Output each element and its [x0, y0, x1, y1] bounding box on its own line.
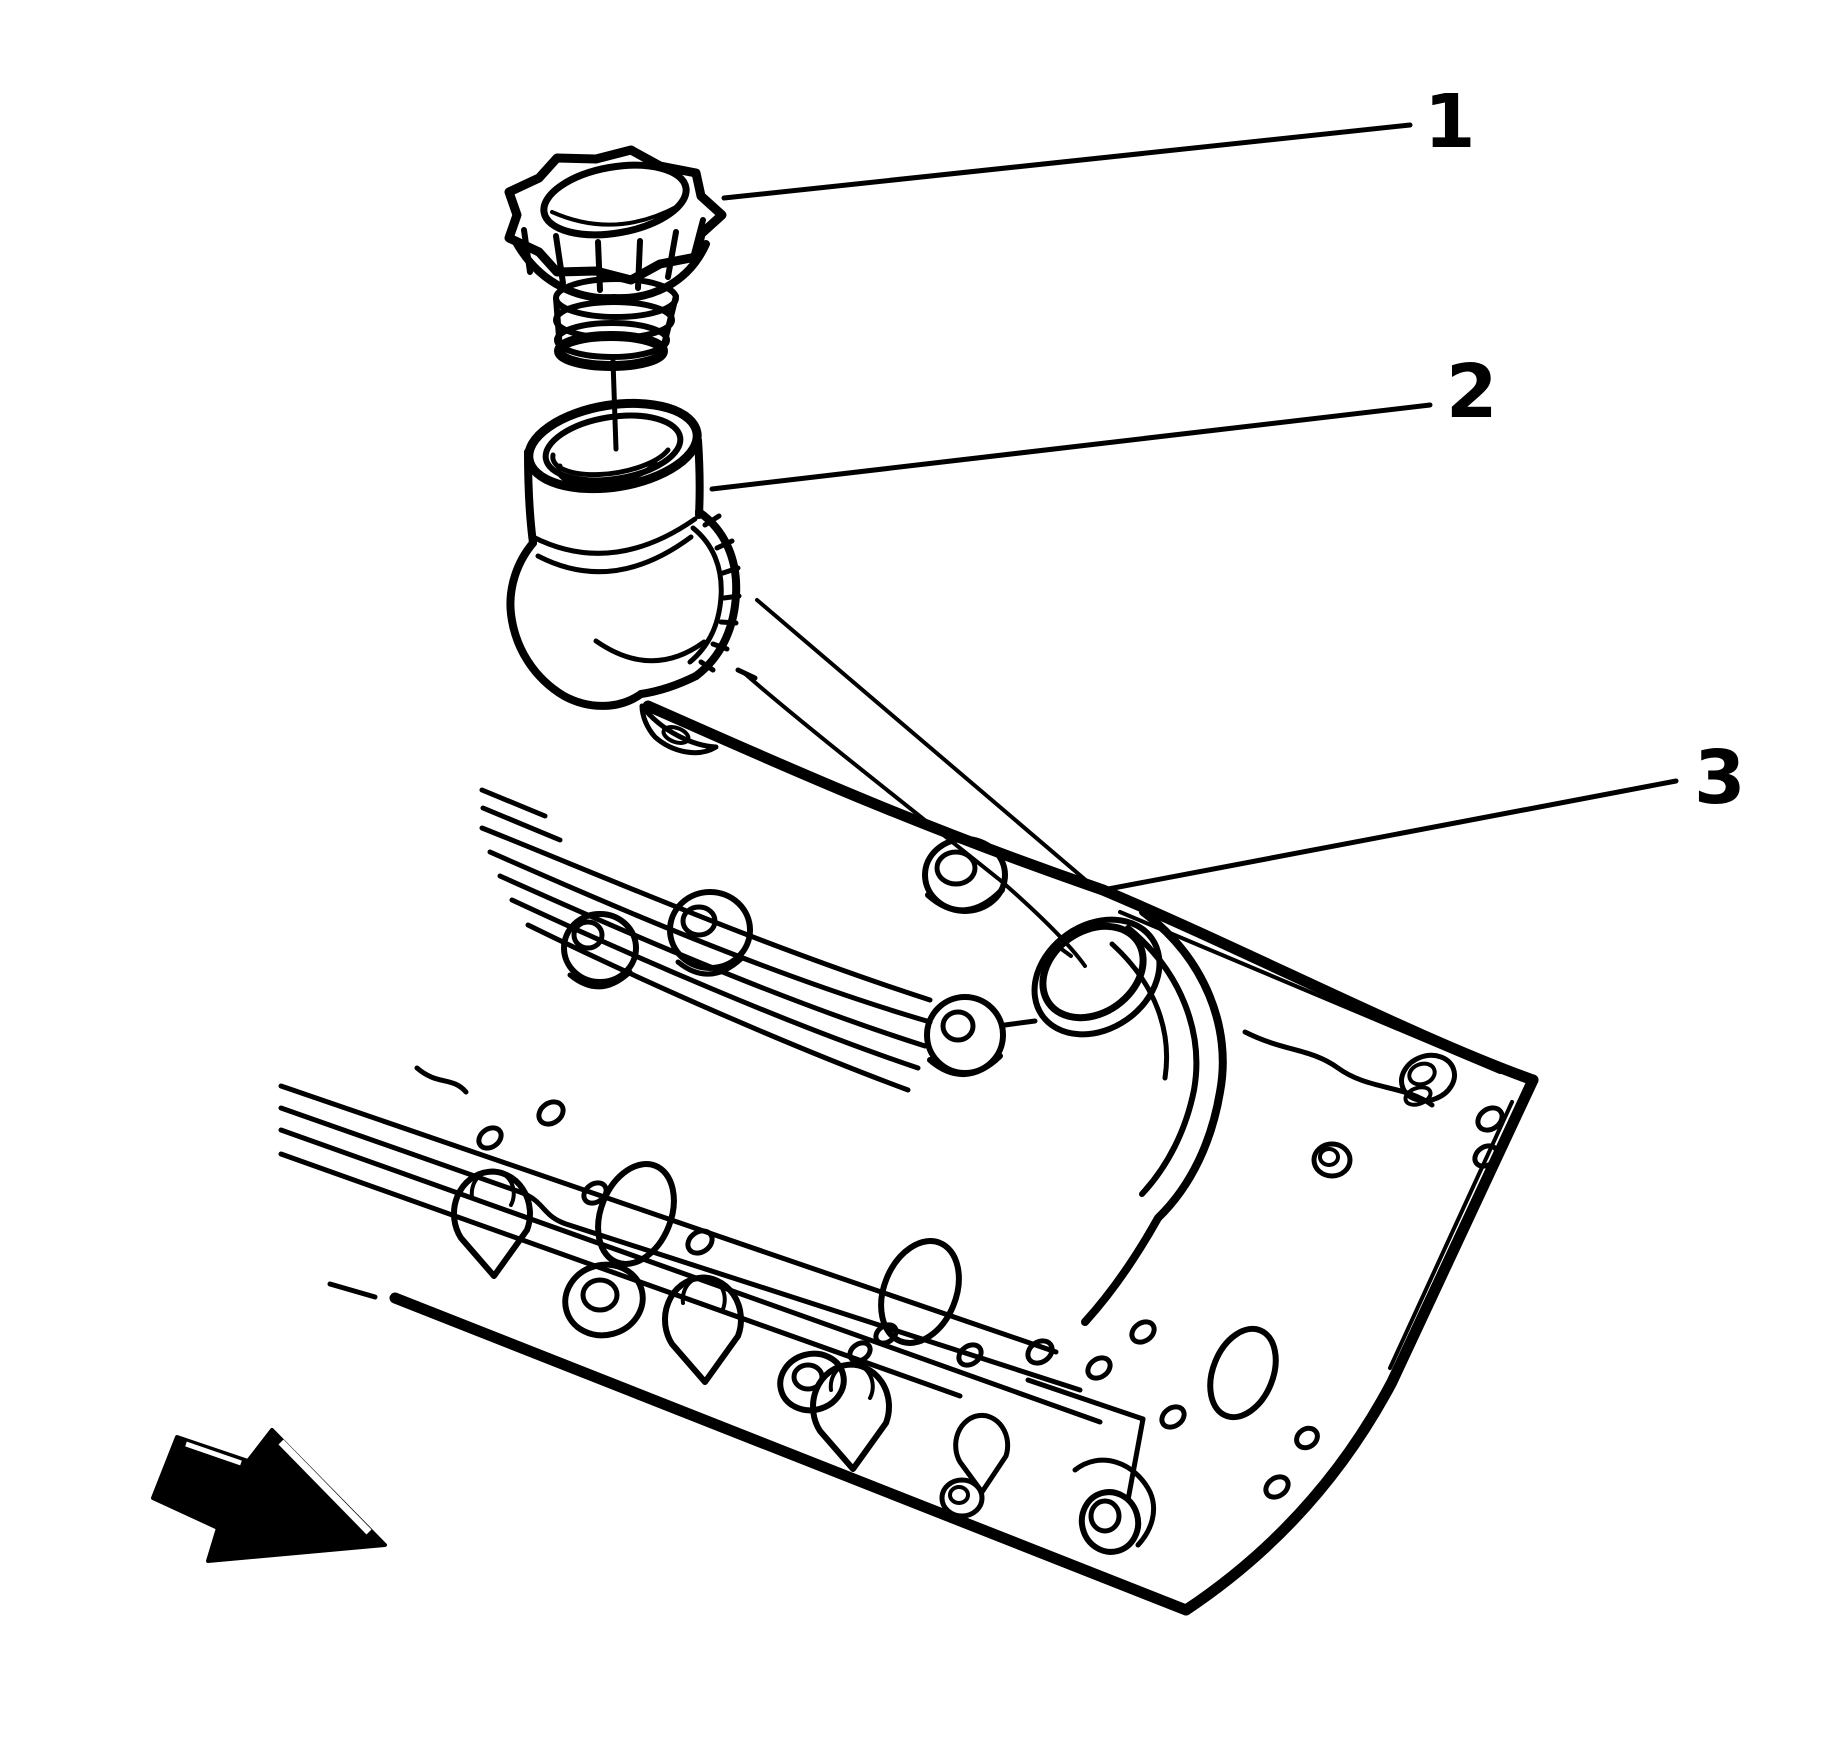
direction-arrow-body: [151, 1428, 387, 1563]
cap-skirt: [512, 238, 710, 303]
cover-top-edge-flange-line: [1118, 910, 1502, 1074]
tube-elbow-inner-arc: [593, 638, 707, 664]
bolt-grommet-2: [667, 889, 753, 977]
callout-2-label: 2: [1446, 349, 1498, 435]
callout-1-label: 1: [1424, 79, 1476, 165]
cover-right-bottom-edge: [389, 1074, 1539, 1616]
alignment-line-2: [755, 598, 1097, 890]
large-oval-port-2: [878, 1238, 962, 1346]
plug-tube-arch-4: [953, 1412, 1011, 1495]
valve-cover-drawing: [278, 598, 1539, 1616]
gasket-bolt-hole-1: [562, 1261, 646, 1339]
callout-leaders: [709, 122, 1679, 893]
tube-wall-right: [694, 436, 704, 519]
cap-threads: [553, 276, 679, 371]
cover-rib-lines: [479, 787, 933, 1093]
plug-tube-arch-3: [809, 1361, 892, 1472]
tube-mid-band2: [535, 534, 694, 575]
tube-elbow: [506, 539, 645, 710]
small-oval-holes: [476, 1099, 1505, 1500]
callout-leader-line-3: [1100, 778, 1679, 893]
oil-fill-cap-drawing: [504, 145, 727, 452]
gasket-bolt-hole-2: [777, 1350, 847, 1414]
bolt-grommet-4: [924, 994, 1038, 1077]
cover-leaf-eye: [661, 725, 691, 745]
cover-top-edge: [642, 700, 1539, 1086]
direction-arrow-bevel-highlight: [278, 1439, 372, 1535]
large-oval-port-1: [595, 1161, 677, 1267]
callout-3-label: 3: [1694, 735, 1746, 821]
bolt-grommet-3: [922, 836, 1008, 914]
direction-arrow-tail-highlight: [185, 1441, 242, 1466]
tube-thread-arc2: [556, 459, 658, 488]
gasket-bolt-hole-3: [1078, 1489, 1142, 1555]
cap-top-face: [540, 161, 690, 239]
large-oval-port-3: [1207, 1325, 1279, 1421]
direction-arrow-icon: [151, 1428, 387, 1563]
tube-elbow-bottom: [637, 672, 700, 698]
corner-boss: [1025, 1377, 1156, 1548]
oil-fill-tube-drawing: [506, 398, 758, 710]
tube-mouth-inner: [542, 412, 684, 484]
callout-leader-line-2: [709, 402, 1433, 492]
cover-gasket-leaf: [639, 703, 719, 756]
cap-top-chamfer: [550, 204, 680, 227]
oil-fill-port: [1031, 908, 1227, 1326]
cover-bottom-edge-dash: [327, 1281, 378, 1300]
right-corner-details: [1242, 1029, 1457, 1179]
cover-right-edge-inner-line: [1388, 1100, 1514, 1370]
tube-mid-band: [530, 516, 698, 556]
tube-ribbed-collar: [687, 508, 742, 680]
cover-bottom-lip-line: [459, 1319, 1155, 1598]
bolt-grommet-1: [561, 911, 639, 990]
gasket-bolt-hole-4: [939, 1477, 985, 1519]
callout-leader-line-1: [721, 122, 1413, 201]
plug-tube-arch-1: [450, 1168, 533, 1279]
plug-tube-arch-2: [661, 1274, 744, 1385]
alignment-line-1: [741, 670, 1087, 968]
